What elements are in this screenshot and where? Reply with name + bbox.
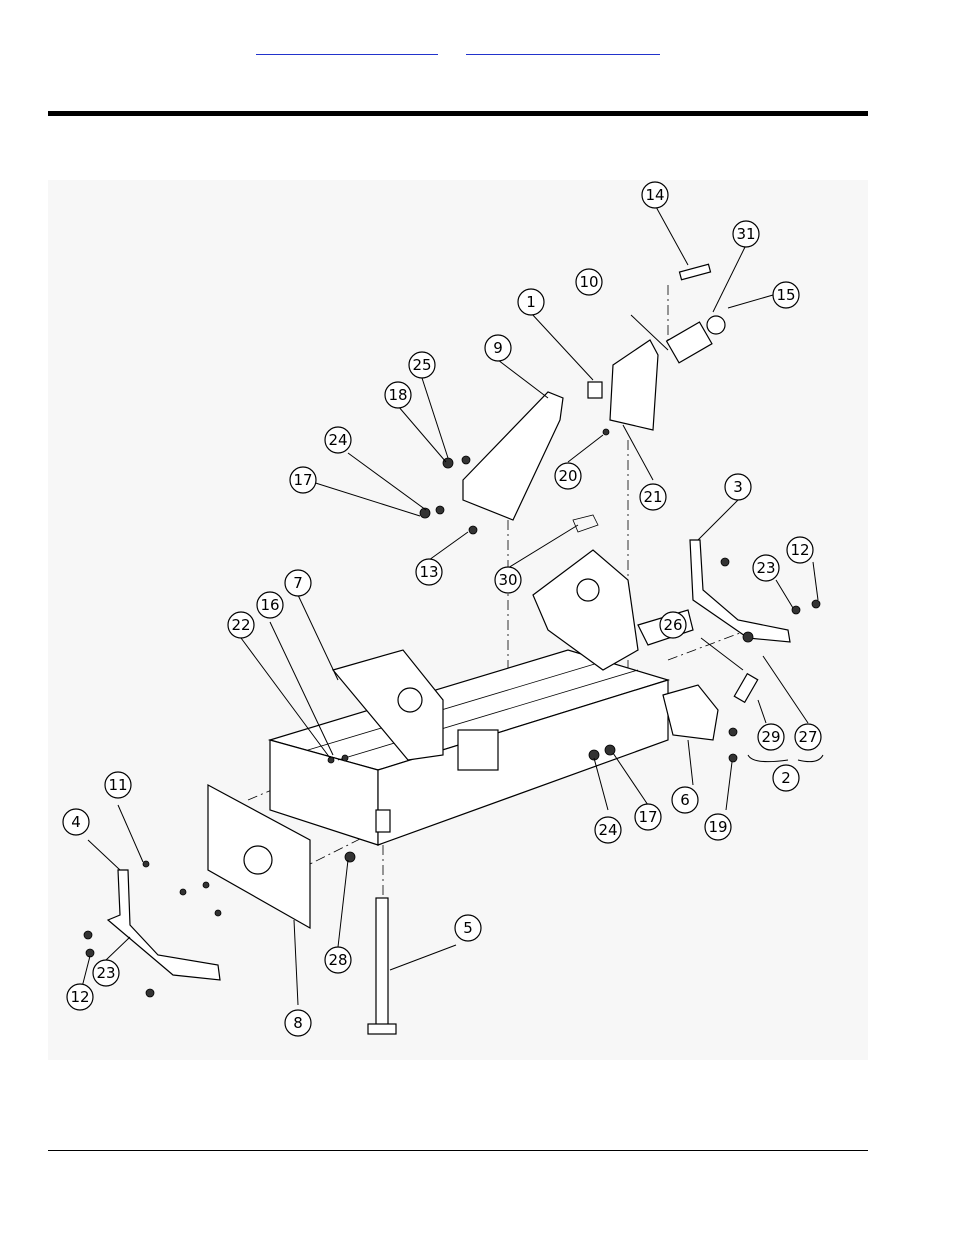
callout-4: 4: [63, 809, 89, 835]
footer-rule: [48, 1150, 868, 1151]
parts-drawing: 1 2 3 4 5 6 7 8 9 10 11 12 12 13 14 15 1…: [48, 180, 868, 1060]
svg-text:28: 28: [328, 951, 347, 969]
svg-text:27: 27: [798, 728, 817, 746]
callout-11: 11: [105, 772, 131, 798]
callout-22: 22: [228, 612, 254, 638]
callout-10: 10: [576, 269, 602, 295]
callout-16: 16: [257, 592, 283, 618]
leg-right: [690, 540, 790, 642]
svg-text:24: 24: [328, 431, 347, 449]
header-link-right[interactable]: [466, 38, 660, 55]
svg-text:26: 26: [663, 616, 682, 634]
callout-7: 7: [285, 570, 311, 596]
callout-19: 19: [705, 814, 731, 840]
svg-text:12: 12: [790, 541, 809, 559]
pin-part: [734, 674, 757, 703]
svg-text:3: 3: [733, 478, 743, 496]
svg-text:24: 24: [598, 821, 617, 839]
callout-17-bottom: 17: [635, 804, 661, 830]
svg-text:16: 16: [260, 596, 279, 614]
callout-24-top: 24: [325, 427, 351, 453]
callout-8: 8: [285, 1010, 311, 1036]
callout-13: 13: [416, 559, 442, 585]
callout-15: 15: [773, 282, 799, 308]
svg-text:13: 13: [419, 563, 438, 581]
callout-3: 3: [725, 474, 751, 500]
callout-24-bottom: 24: [595, 817, 621, 843]
svg-text:20: 20: [558, 467, 577, 485]
spacer-part: [588, 382, 602, 398]
svg-text:15: 15: [776, 286, 795, 304]
callout-1: 1: [518, 289, 544, 315]
callout-12-left: 12: [67, 984, 93, 1010]
callout-23-left: 23: [93, 960, 119, 986]
callout-27: 27: [795, 724, 821, 750]
svg-text:14: 14: [645, 186, 664, 204]
callout-14: 14: [642, 182, 668, 208]
svg-text:12: 12: [70, 988, 89, 1006]
callout-12-right: 12: [787, 537, 813, 563]
bracket-right: [610, 340, 658, 430]
callout-29: 29: [758, 724, 784, 750]
svg-text:7: 7: [293, 574, 303, 592]
svg-text:30: 30: [498, 571, 517, 589]
svg-text:17: 17: [293, 471, 312, 489]
svg-text:18: 18: [388, 386, 407, 404]
callout-2: 2: [773, 765, 799, 791]
svg-text:10: 10: [579, 273, 598, 291]
svg-text:17: 17: [638, 808, 657, 826]
callout-28: 28: [325, 947, 351, 973]
bracket-small: [663, 685, 718, 740]
svg-text:8: 8: [293, 1014, 303, 1032]
svg-text:4: 4: [71, 813, 81, 831]
callout-26: 26: [660, 612, 686, 638]
svg-text:23: 23: [756, 559, 775, 577]
svg-text:9: 9: [493, 339, 503, 357]
callout-17-top: 17: [290, 467, 316, 493]
callout-31: 31: [733, 221, 759, 247]
svg-text:29: 29: [761, 728, 780, 746]
callout-5: 5: [455, 915, 481, 941]
header-rule: [48, 111, 868, 116]
bracket-left: [463, 392, 563, 520]
svg-text:31: 31: [736, 225, 755, 243]
svg-text:22: 22: [231, 616, 250, 634]
callout-6: 6: [672, 787, 698, 813]
callout-23-right: 23: [753, 555, 779, 581]
exploded-parts-diagram: 1 2 3 4 5 6 7 8 9 10 11 12 12 13 14 15 1…: [48, 180, 868, 1060]
callout-25: 25: [409, 352, 435, 378]
callout-30: 30: [495, 567, 521, 593]
svg-text:19: 19: [708, 818, 727, 836]
bearing-part: [667, 316, 725, 363]
svg-text:25: 25: [412, 356, 431, 374]
callout-18: 18: [385, 382, 411, 408]
svg-text:11: 11: [108, 776, 127, 794]
callout-21: 21: [640, 484, 666, 510]
svg-text:5: 5: [463, 919, 473, 937]
svg-text:1: 1: [526, 293, 536, 311]
svg-text:23: 23: [96, 964, 115, 982]
bolt-part: [679, 264, 710, 279]
svg-text:2: 2: [781, 769, 791, 787]
svg-text:21: 21: [643, 488, 662, 506]
frame-assembly: [270, 550, 693, 845]
callout-20: 20: [555, 463, 581, 489]
header-link-left[interactable]: [256, 38, 438, 55]
callout-9: 9: [485, 335, 511, 361]
svg-text:6: 6: [680, 791, 690, 809]
